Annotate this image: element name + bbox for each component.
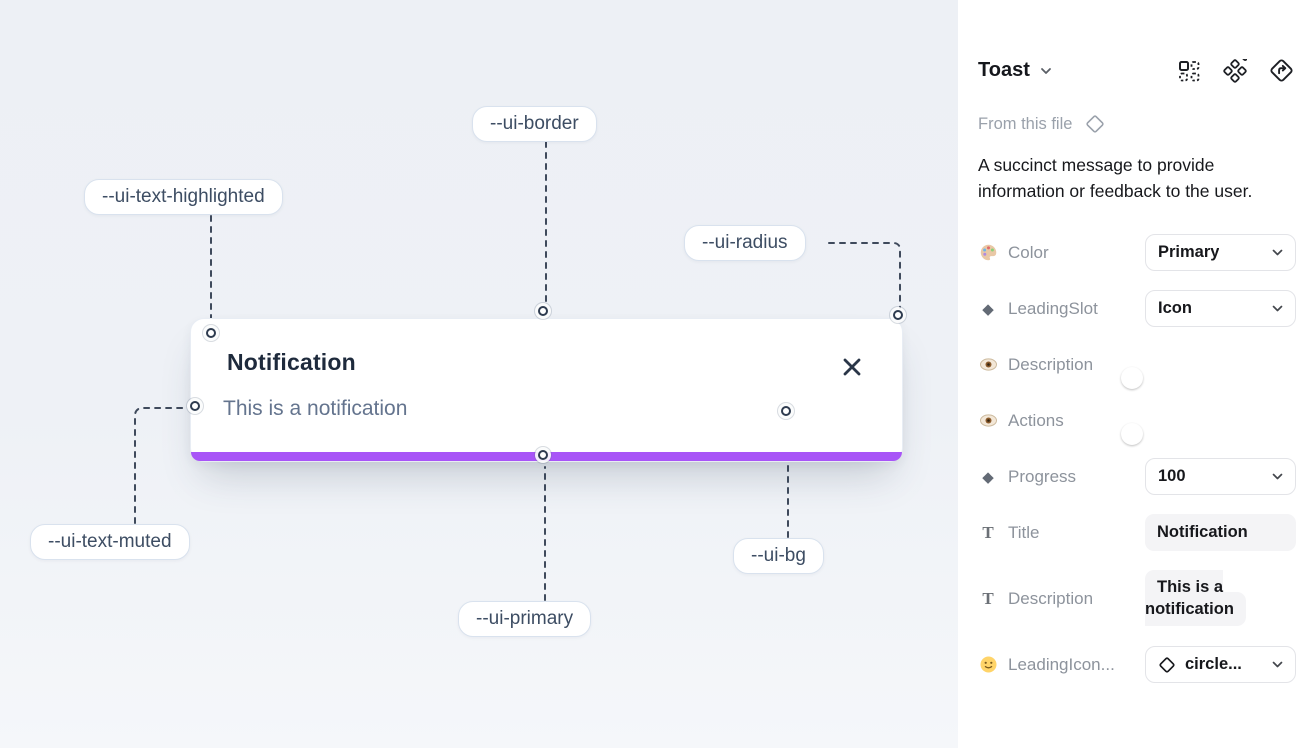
- description-field[interactable]: This is a notification: [1145, 570, 1246, 626]
- source-row: From this file: [978, 113, 1294, 135]
- var-label-ui-primary[interactable]: --ui-primary: [458, 601, 592, 637]
- text-icon: T: [982, 588, 994, 608]
- text-icon: T: [982, 522, 994, 542]
- prop-label-description: Description: [1008, 354, 1094, 374]
- prop-label-leadingslot: LeadingSlot: [1008, 298, 1098, 318]
- anchor-marker-primary: [538, 450, 548, 460]
- progress-select[interactable]: 100: [1145, 458, 1296, 496]
- anchor-marker-text-highlighted: [206, 328, 216, 338]
- anchor-marker-bg: [781, 406, 791, 416]
- var-label-ui-radius[interactable]: --ui-radius: [684, 225, 806, 261]
- var-label-ui-text-highlighted[interactable]: --ui-text-highlighted: [84, 179, 283, 215]
- palette-icon: [978, 243, 998, 262]
- prop-row-leadingicon: LeadingIcon... circle...: [978, 637, 1296, 693]
- chevron-down-icon[interactable]: [1040, 67, 1052, 75]
- component-description: A succinct message to provide informatio…: [978, 155, 1253, 201]
- diamond-icon: ◆: [982, 468, 994, 486]
- close-icon[interactable]: [840, 355, 864, 379]
- chevron-down-icon: [1272, 249, 1283, 256]
- title-field[interactable]: Notification: [1145, 514, 1296, 552]
- anchor-marker-border: [538, 306, 548, 316]
- component-properties-icon[interactable]: [1177, 59, 1201, 83]
- chevron-down-icon: [1272, 305, 1283, 312]
- diamond-icon: ◆: [982, 300, 994, 318]
- toast-title: Notification: [227, 349, 356, 375]
- prop-label-description-field: Description: [1008, 588, 1094, 608]
- property-list: Color Primary ◆ LeadingSlot: [958, 225, 1312, 693]
- chevron-down-icon: [1272, 473, 1283, 480]
- prop-label-leadingicon: LeadingIcon...: [1008, 654, 1115, 674]
- prop-label-progress: Progress: [1008, 466, 1077, 486]
- leadingslot-select[interactable]: Icon: [1145, 290, 1296, 328]
- design-canvas[interactable]: Notification This is a notification --ui…: [0, 0, 958, 748]
- prop-row-color: Color Primary: [978, 225, 1296, 281]
- leadingicon-select[interactable]: circle...: [1145, 646, 1296, 684]
- anchor-marker-radius: [893, 310, 903, 320]
- properties-panel: Toast: [958, 0, 1312, 748]
- component-title: Toast: [978, 59, 1030, 81]
- anchor-marker-text-muted: [190, 401, 200, 411]
- prop-label-color: Color: [1008, 242, 1049, 262]
- source-label: From this file: [978, 114, 1073, 133]
- toast-description: This is a notification: [223, 397, 408, 420]
- chevron-down-icon: [1272, 661, 1283, 668]
- prop-row-progress: ◆ Progress 100: [978, 449, 1296, 505]
- eye-icon: [978, 411, 998, 430]
- eye-icon: [978, 355, 998, 374]
- prop-row-description-field: T Description This is a notification: [978, 561, 1296, 637]
- component-diamond-icon: [1086, 115, 1105, 133]
- prop-row-actions-toggle: Actions: [978, 393, 1296, 449]
- color-select[interactable]: Primary: [1145, 234, 1296, 272]
- variants-icon[interactable]: [1223, 58, 1247, 83]
- panel-header: Toast: [958, 0, 1312, 83]
- prop-label-title: Title: [1008, 522, 1040, 542]
- var-label-ui-text-muted[interactable]: --ui-text-muted: [30, 524, 190, 560]
- toast-component[interactable]: Notification This is a notification: [190, 318, 903, 462]
- var-label-ui-bg[interactable]: --ui-bg: [733, 538, 824, 574]
- prop-label-actions: Actions: [1008, 410, 1064, 430]
- smiley-icon: [978, 655, 998, 674]
- var-label-ui-border[interactable]: --ui-border: [472, 106, 597, 142]
- prop-row-title: T Title Notification: [978, 505, 1296, 561]
- diamond-outline-icon: [1158, 656, 1176, 674]
- go-to-main-component-icon[interactable]: [1269, 58, 1294, 83]
- prop-row-description-toggle: Description: [978, 337, 1296, 393]
- prop-row-leadingslot: ◆ LeadingSlot Icon: [978, 281, 1296, 337]
